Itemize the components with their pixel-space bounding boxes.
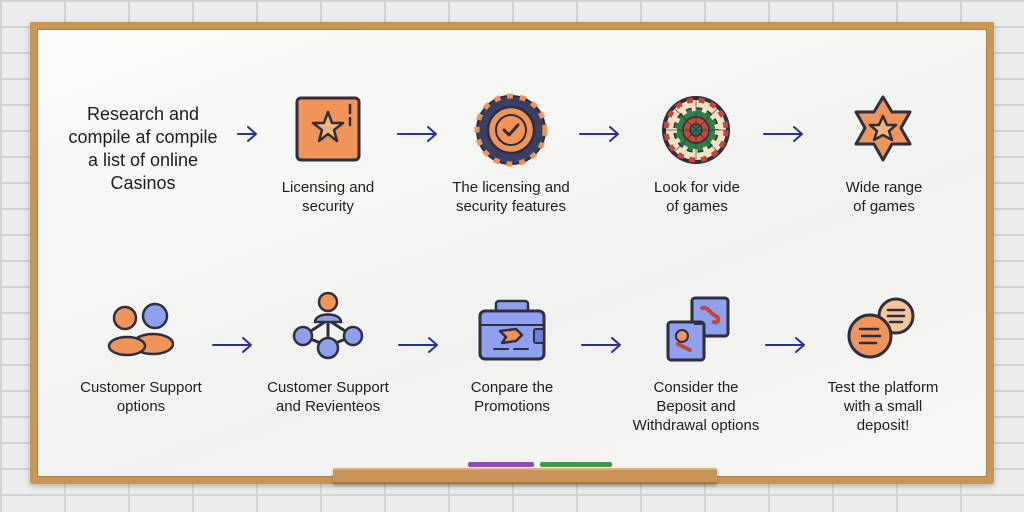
step-label: Customer Support and Revienteos xyxy=(267,379,389,415)
arrow-right-icon xyxy=(397,126,437,142)
star-badge-icon xyxy=(854,95,912,162)
step-label: Licensing and security xyxy=(281,179,375,215)
arrow-right-icon xyxy=(398,337,438,353)
step-label: Conpare the Promotions xyxy=(470,379,554,415)
marker-tray xyxy=(333,468,717,484)
users-icon xyxy=(107,302,175,357)
checkmark-chip-icon xyxy=(474,93,548,167)
step-label: Wide range of games xyxy=(845,179,923,215)
purple-marker xyxy=(468,462,534,467)
green-marker xyxy=(540,462,612,467)
arrow-right-icon xyxy=(581,337,621,353)
coins-icon xyxy=(847,297,915,359)
intro-text: Research and compile af compile a list o… xyxy=(68,104,218,193)
arrow-right-icon xyxy=(212,337,252,353)
step-label: The licensing and security features xyxy=(452,179,570,215)
dartboard-icon xyxy=(662,96,730,164)
star-card-icon xyxy=(295,96,361,162)
step-label: Test the platform with a small deposit! xyxy=(827,379,939,434)
step-label: Look for vide of games xyxy=(654,179,740,215)
arrow-right-icon xyxy=(237,126,257,142)
wallet-ticket-icon xyxy=(478,299,546,361)
dice-cards-icon xyxy=(666,296,730,362)
network-people-icon xyxy=(292,291,364,360)
arrow-right-icon xyxy=(763,126,803,142)
arrow-right-icon xyxy=(765,337,805,353)
step-label: Customer Support options xyxy=(80,379,202,415)
step-label: Consider the Beposit and Withdrawal opti… xyxy=(632,379,760,434)
arrow-right-icon xyxy=(579,126,619,142)
